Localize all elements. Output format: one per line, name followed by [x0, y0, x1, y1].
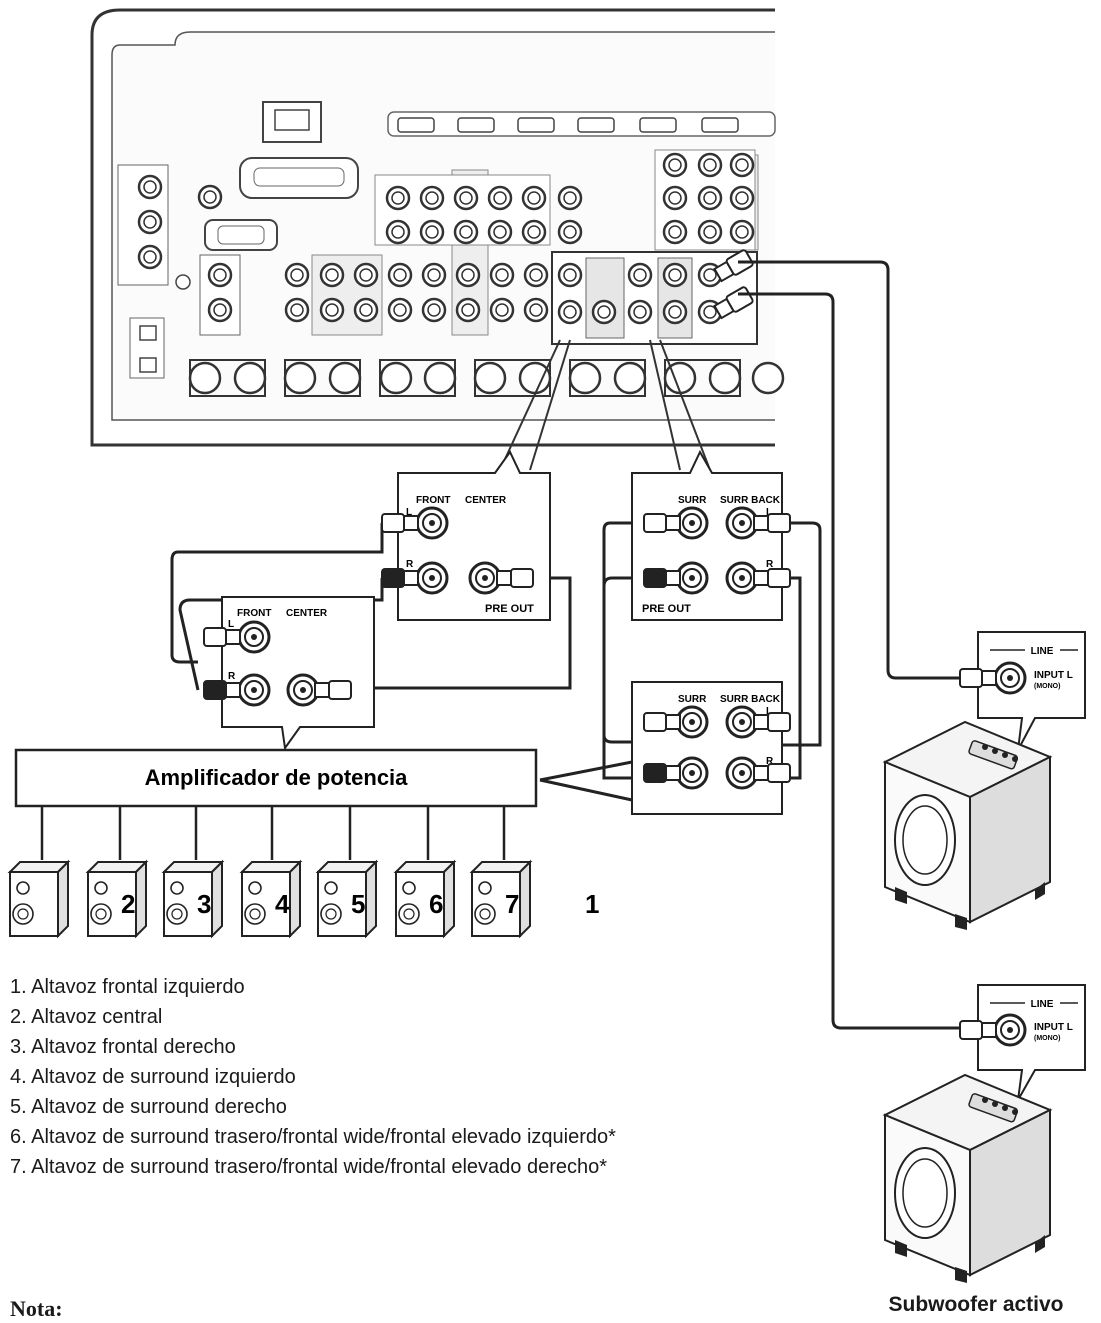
speaker-1-number: 1	[585, 889, 599, 919]
svg-text:PRE OUT: PRE OUT	[642, 603, 691, 615]
subwoofer-2: LINE INPUT L (MONO)	[884, 984, 1086, 1284]
speaker-4-number: 4	[275, 889, 290, 919]
svg-text:R: R	[228, 671, 236, 682]
rca-cables	[170, 260, 975, 1030]
front-center-preout-panel: FRONT CENTER L R PRE OUT	[381, 450, 551, 621]
speaker-5-icon	[317, 861, 377, 937]
legend-item: 7. Altavoz de surround trasero/frontal w…	[10, 1156, 608, 1178]
legend-item: 6. Altavoz de surround trasero/frontal w…	[10, 1126, 616, 1148]
speaker-4-icon	[241, 861, 301, 937]
subwoofer-2-icon	[884, 1074, 1051, 1284]
speaker-5-number: 5	[351, 889, 365, 919]
svg-text:CENTER: CENTER	[465, 495, 507, 506]
svg-text:L: L	[228, 619, 234, 630]
amplifier-front-center-panel: FRONT CENTER L R	[203, 596, 375, 751]
svg-text:R: R	[766, 559, 774, 570]
speaker-wires	[40, 806, 506, 860]
svg-text:L: L	[766, 706, 772, 717]
svg-text:INPUT L: INPUT L	[1034, 670, 1073, 681]
legend-item: 5. Altavoz de surround derecho	[10, 1096, 287, 1118]
svg-text:SURR: SURR	[678, 694, 707, 705]
svg-text:R: R	[406, 559, 414, 570]
speaker-3-number: 3	[197, 889, 211, 919]
receiver-rear-panel	[90, 8, 785, 447]
svg-text:CENTER: CENTER	[286, 608, 328, 619]
speaker-2-number: 2	[121, 889, 135, 919]
svg-text:L: L	[766, 507, 772, 518]
speaker-legend: 1. Altavoz frontal izquierdo 2. Altavoz …	[10, 972, 650, 1182]
svg-text:L: L	[406, 507, 412, 518]
note-heading: Nota:	[10, 1296, 63, 1321]
surround-preout-panel: SURR SURR BACK L R PRE OUT	[631, 449, 791, 621]
legend-item: 3. Altavoz frontal derecho	[10, 1036, 236, 1058]
subwoofer-caption: Subwoofer activo	[888, 1293, 1064, 1316]
svg-text:FRONT: FRONT	[237, 608, 271, 619]
speakers: 2 3 4 5 6 7 1	[9, 861, 599, 937]
speaker-3-icon	[163, 861, 223, 937]
power-amplifier: Amplificador de potencia	[14, 748, 538, 808]
speaker-6-number: 6	[429, 889, 443, 919]
subwoofer-1-icon	[884, 721, 1051, 931]
svg-text:PRE OUT: PRE OUT	[485, 603, 534, 615]
svg-text:LINE: LINE	[1031, 646, 1054, 657]
svg-text:R: R	[766, 756, 774, 767]
subwoofer-1: LINE INPUT L (MONO)	[884, 631, 1086, 931]
svg-text:(MONO): (MONO)	[1034, 683, 1060, 690]
svg-text:SURR: SURR	[678, 495, 707, 506]
speaker-7-number: 7	[505, 889, 519, 919]
legend-item: 1. Altavoz frontal izquierdo	[10, 976, 245, 998]
legend-item: 4. Altavoz de surround izquierdo	[10, 1066, 296, 1088]
speaker-6-icon	[395, 861, 455, 937]
svg-text:Amplificador de potencia: Amplificador de potencia	[145, 765, 409, 790]
zoom-lines	[499, 339, 711, 471]
svg-text:SURR BACK: SURR BACK	[720, 495, 781, 506]
svg-text:LINE: LINE	[1031, 999, 1054, 1010]
speaker-2-icon	[87, 861, 147, 937]
svg-text:FRONT: FRONT	[416, 495, 450, 506]
speaker-1-icon	[9, 861, 69, 937]
svg-text:INPUT L: INPUT L	[1034, 1022, 1073, 1033]
legend-item: 2. Altavoz central	[10, 1006, 163, 1028]
speaker-7-icon	[471, 861, 531, 937]
svg-text:(MONO): (MONO)	[1034, 1035, 1060, 1042]
svg-text:SURR BACK: SURR BACK	[720, 694, 781, 705]
amplifier-surround-panel: SURR SURR BACK L R	[631, 681, 791, 815]
